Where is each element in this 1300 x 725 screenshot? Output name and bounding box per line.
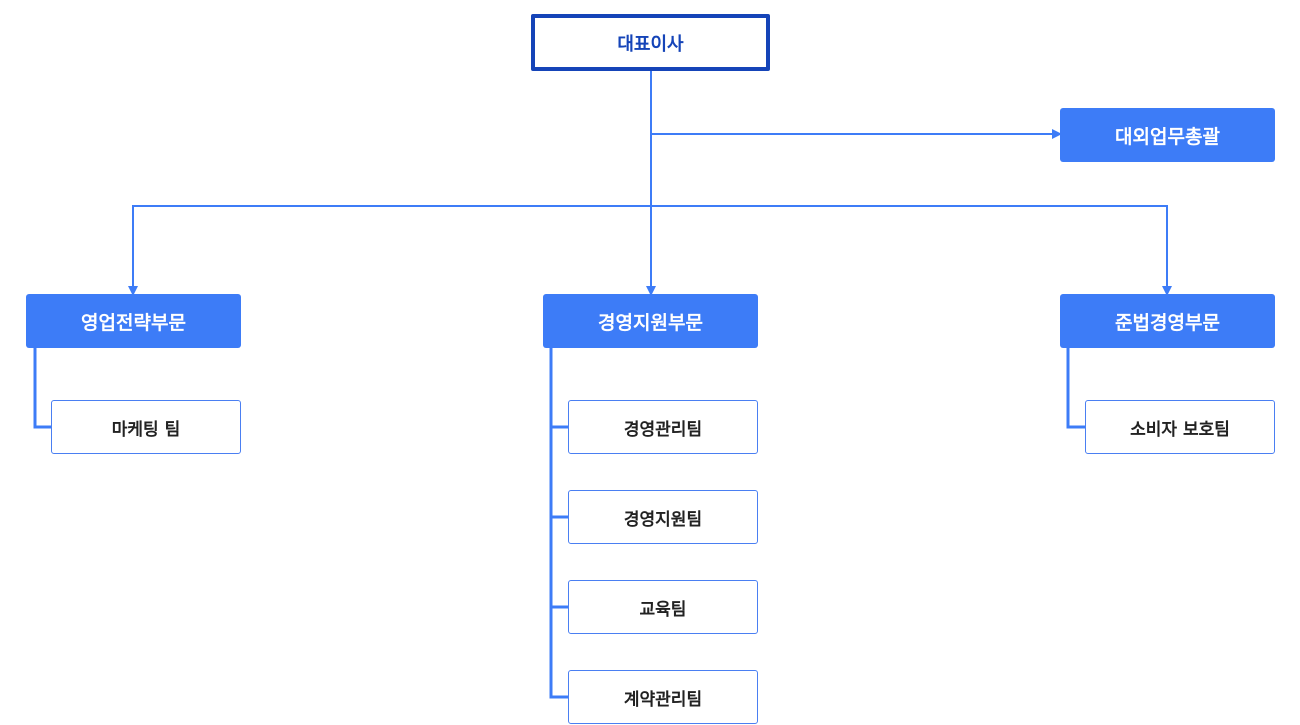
team-box-contract-management[interactable]: 계약관리팀: [568, 670, 758, 724]
division-box-management-support[interactable]: 경영지원부문: [543, 294, 758, 348]
division-3-team-line: [1066, 347, 1085, 429]
team-box-consumer-protection[interactable]: 소비자 보호팀: [1085, 400, 1275, 454]
division-2-team-spine: [549, 347, 568, 699]
division-box-sales-strategy[interactable]: 영업전략부문: [26, 294, 241, 348]
ceo-box[interactable]: 대표이사: [531, 14, 770, 71]
team-box-support[interactable]: 경영지원팀: [568, 490, 758, 544]
team-box-management[interactable]: 경영관리팀: [568, 400, 758, 454]
division-box-compliance[interactable]: 준법경영부문: [1060, 294, 1275, 348]
external-affairs-box[interactable]: 대외업무총괄: [1060, 108, 1275, 162]
team-box-marketing[interactable]: 마케팅 팀: [51, 400, 241, 454]
team-box-education[interactable]: 교육팀: [568, 580, 758, 634]
division-1-team-line: [33, 347, 51, 429]
division-bus-line: [132, 205, 1168, 294]
